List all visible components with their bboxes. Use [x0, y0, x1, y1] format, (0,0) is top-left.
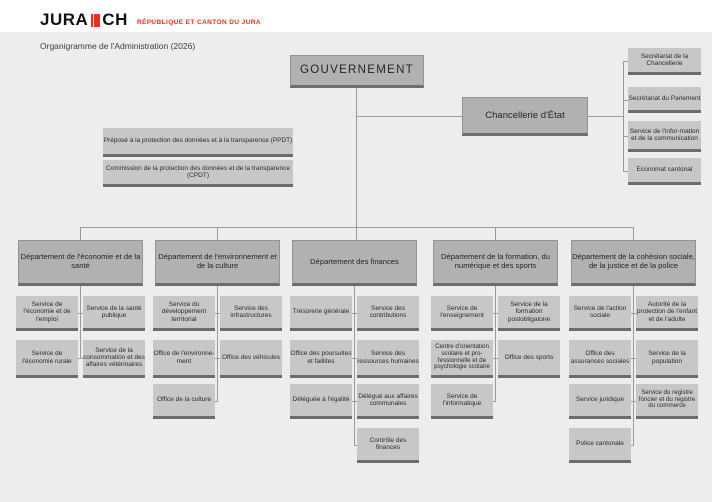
department-box: Département de la cohésion sociale, de l…: [571, 240, 696, 286]
service-box: Service de la consommation et des affair…: [83, 340, 145, 378]
department-box: Département de l'économie et de la santé: [18, 240, 143, 286]
service-box: Office de la culture: [153, 384, 215, 419]
service-box: Service de l'action sociale: [569, 296, 631, 331]
connector: [491, 313, 500, 314]
connector: [350, 313, 359, 314]
chancellerie-unit-box: Economat cantonal: [628, 158, 701, 185]
chancellerie-box: Chancellerie d'État: [462, 97, 588, 136]
connector: [588, 116, 623, 117]
connector: [495, 227, 496, 240]
connector: [213, 313, 222, 314]
connector: [350, 401, 359, 402]
service-box: Service de l'économie rurale: [16, 340, 78, 378]
service-box: Centre d'orientation scolaire et pro-fes…: [431, 340, 493, 378]
service-box: Office des véhicules: [220, 340, 282, 378]
service-box: Service de la santé publique: [83, 296, 145, 331]
service-box: Service des infrastructures: [220, 296, 282, 331]
connector: [491, 358, 500, 359]
connector: [217, 286, 218, 401]
connector: [76, 358, 85, 359]
service-box: Service du développement territorial: [153, 296, 215, 331]
ppdt-box: Préposé à la protection des données et à…: [103, 128, 293, 157]
connector: [80, 227, 634, 228]
connector: [213, 401, 218, 402]
connector: [354, 286, 355, 445]
connector: [623, 136, 628, 137]
jura-logo: JURA CH RÉPUBLIQUE ET CANTON DU JURA: [40, 10, 261, 30]
chancellerie-unit-box: Secrétariat de la Chancellerie: [628, 48, 701, 75]
gouvernement-box: GOUVERNEMENT: [290, 55, 424, 88]
service-box: Service de la formation postobligatoire: [498, 296, 560, 331]
connector: [629, 313, 638, 314]
service-box: Service de l'enseignement: [431, 296, 493, 331]
connector: [76, 313, 85, 314]
service-box: Service des ressources humaines: [357, 340, 419, 378]
connector: [495, 286, 496, 401]
department-box: Département de la formation, du numériqu…: [433, 240, 558, 286]
jura-crest-icon: [90, 13, 101, 27]
connector: [80, 286, 81, 358]
page-title: Organigramme de l'Administration (2026): [40, 41, 196, 51]
header-band: [0, 0, 712, 32]
connector: [623, 100, 628, 101]
service-box: Service des contributions: [357, 296, 419, 331]
connector: [629, 358, 638, 359]
connector: [633, 286, 634, 445]
service-box: Office de l'environne-ment: [153, 340, 215, 378]
logo-text-jura: JURA: [40, 10, 89, 29]
service-box: Contrôle des finances: [357, 428, 419, 463]
connector: [623, 171, 628, 172]
service-box: Police cantonale: [569, 428, 631, 463]
service-box: Service du registre foncier et du regist…: [636, 384, 698, 419]
service-box: Délégué aux affaires communales: [357, 384, 419, 419]
logo-tagline: RÉPUBLIQUE ET CANTON DU JURA: [136, 19, 261, 26]
chancellerie-unit-box: Secrétariat du Parlement: [628, 87, 701, 113]
service-box: Office des poursuites et faillites: [290, 340, 352, 378]
department-box: Département de l'environnement et de la …: [155, 240, 280, 286]
connector: [357, 116, 462, 117]
connector: [491, 401, 496, 402]
service-box: Office des sports: [498, 340, 560, 378]
service-box: Service de l'informatique: [431, 384, 493, 419]
service-box: Autorité de la protection de l'enfant et…: [636, 296, 698, 331]
logo-text-ch: CH: [102, 10, 128, 29]
connector: [350, 358, 359, 359]
service-box: Service de la population: [636, 340, 698, 378]
connector: [354, 445, 359, 446]
connector: [629, 445, 634, 446]
connector: [629, 401, 638, 402]
chancellerie-unit-box: Service de l'infor-mation et de la commu…: [628, 121, 701, 152]
service-box: Déléguée à l'égalité: [290, 384, 352, 419]
service-box: Trésorerie générale: [290, 296, 352, 331]
connector: [633, 227, 634, 240]
service-box: Service juridique: [569, 384, 631, 419]
department-box: Département des finances: [292, 240, 417, 286]
connector: [623, 61, 628, 62]
service-box: Service de l'économie et de l'emploi: [16, 296, 78, 331]
service-box: Office des assurances sociales: [569, 340, 631, 378]
connector: [80, 227, 81, 240]
connector: [217, 227, 218, 240]
connector: [213, 358, 222, 359]
cpdt-box: Commission de la protection des données …: [103, 160, 293, 187]
connector: [623, 61, 624, 171]
connector: [356, 88, 357, 240]
